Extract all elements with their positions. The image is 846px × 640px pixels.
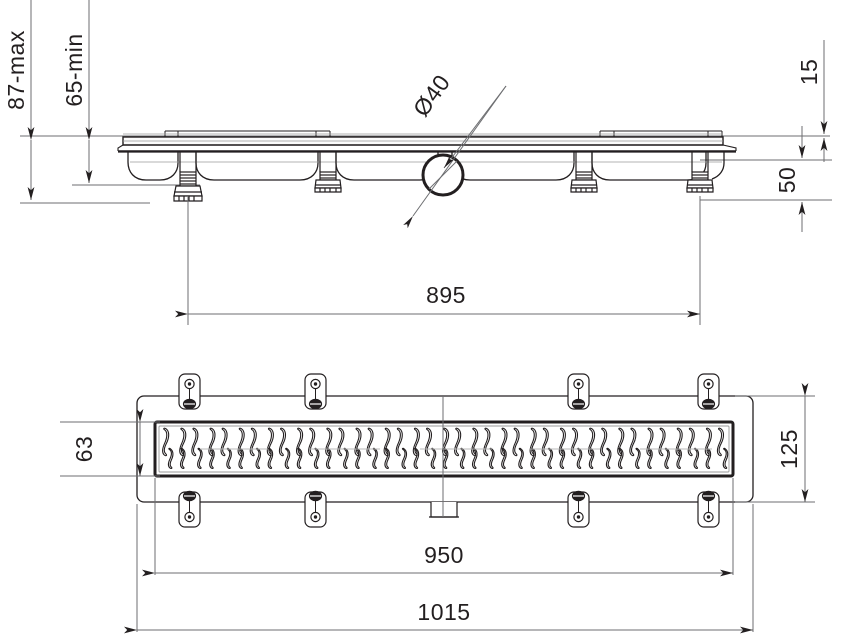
outlet-tab-plan bbox=[429, 502, 459, 518]
dim-feet-spacing bbox=[175, 196, 701, 325]
outlet-leader-line bbox=[403, 85, 507, 229]
bracket-top-3 bbox=[567, 373, 590, 410]
extension-lines-elevation bbox=[20, 135, 832, 204]
dim-label-height-max: 87-max bbox=[3, 30, 29, 110]
bracket-bottom-4 bbox=[697, 490, 720, 528]
dim-label-body-width: 125 bbox=[776, 429, 802, 469]
dim-label-feet-spacing: 895 bbox=[426, 282, 466, 308]
mounting-brackets-top bbox=[178, 373, 720, 410]
dim-label-grate-width: 63 bbox=[71, 436, 97, 463]
dim-label-outlet-diameter: Ø40 bbox=[408, 69, 455, 121]
bracket-top-4 bbox=[697, 373, 720, 410]
dim-label-height-min: 65-min bbox=[61, 33, 87, 106]
bracket-bottom-1 bbox=[178, 490, 201, 528]
adjustable-feet bbox=[173, 152, 714, 202]
dim-label-grate-length: 950 bbox=[424, 542, 464, 568]
mounting-brackets-bottom bbox=[178, 490, 720, 528]
grate-wave-pattern bbox=[162, 427, 729, 470]
dim-label-overall-length: 1015 bbox=[417, 599, 470, 625]
bracket-top-2 bbox=[304, 373, 327, 410]
outlet-circle bbox=[421, 153, 465, 197]
bracket-top-1 bbox=[178, 373, 201, 410]
dim-label-body-depth: 50 bbox=[774, 167, 800, 194]
plan-view: 63 125 950 1015 bbox=[60, 373, 815, 634]
side-elevation-view: Ø40 bbox=[3, 0, 832, 325]
bracket-bottom-3 bbox=[567, 490, 590, 528]
dim-label-grate-thickness: 15 bbox=[796, 59, 822, 86]
bracket-bottom-2 bbox=[304, 490, 327, 528]
